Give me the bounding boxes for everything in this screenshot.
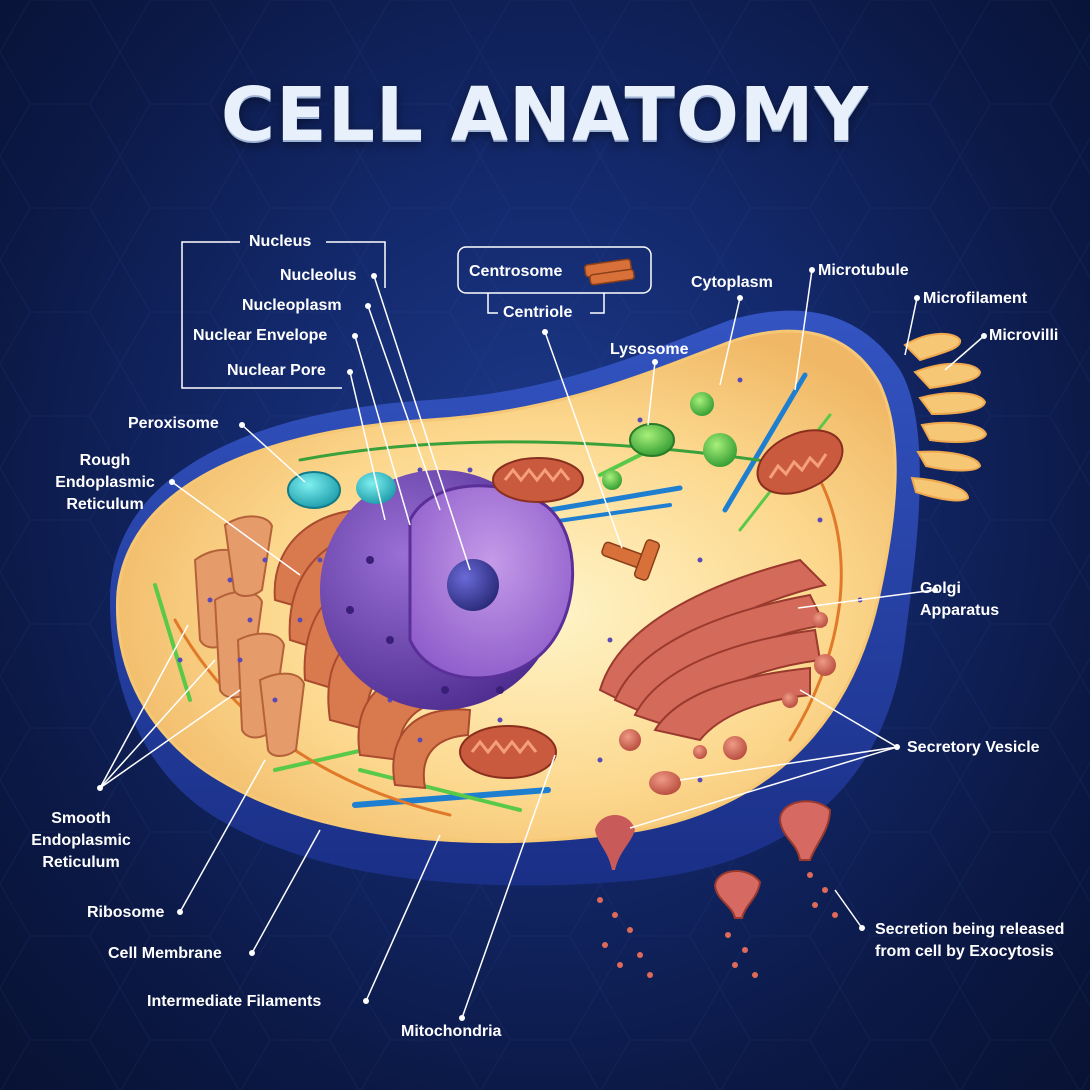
label-peroxisome: Peroxisome (128, 415, 219, 432)
label-lysosome: Lysosome (610, 341, 689, 358)
label-cell-membrane: Cell Membrane (108, 945, 222, 962)
diagram-title: CELL ANATOMY (220, 72, 870, 158)
label-nuclear-pore: Nuclear Pore (227, 362, 326, 379)
label-nuclear-envelope: Nuclear Envelope (193, 327, 328, 344)
label-secretion-exocytosis: Secretion being released from cell by Ex… (875, 921, 1065, 960)
label-ribosome: Ribosome (87, 904, 165, 921)
label-microvilli: Microvilli (989, 327, 1059, 344)
label-cytoplasm: Cytoplasm (691, 274, 773, 291)
label-centrosome: Centrosome (469, 263, 563, 280)
label-intermediate-filaments: Intermediate Filaments (147, 993, 322, 1010)
label-mitochondria: Mitochondria (401, 1023, 502, 1040)
label-golgi-apparatus: Golgi Apparatus (920, 580, 1000, 619)
label-smooth-er: Smooth Endoplasmic Reticulum (31, 810, 131, 871)
label-microtubule: Microtubule (818, 262, 909, 279)
label-microfilament: Microfilament (923, 290, 1028, 307)
label-nucleus: Nucleus (249, 233, 312, 250)
label-centriole: Centriole (503, 304, 573, 321)
label-rough-er: Rough Endoplasmic Reticulum (55, 452, 155, 513)
label-nucleolus: Nucleolus (280, 267, 357, 284)
label-nucleoplasm: Nucleoplasm (242, 297, 342, 314)
label-secretory-vesicle: Secretory Vesicle (907, 739, 1040, 756)
